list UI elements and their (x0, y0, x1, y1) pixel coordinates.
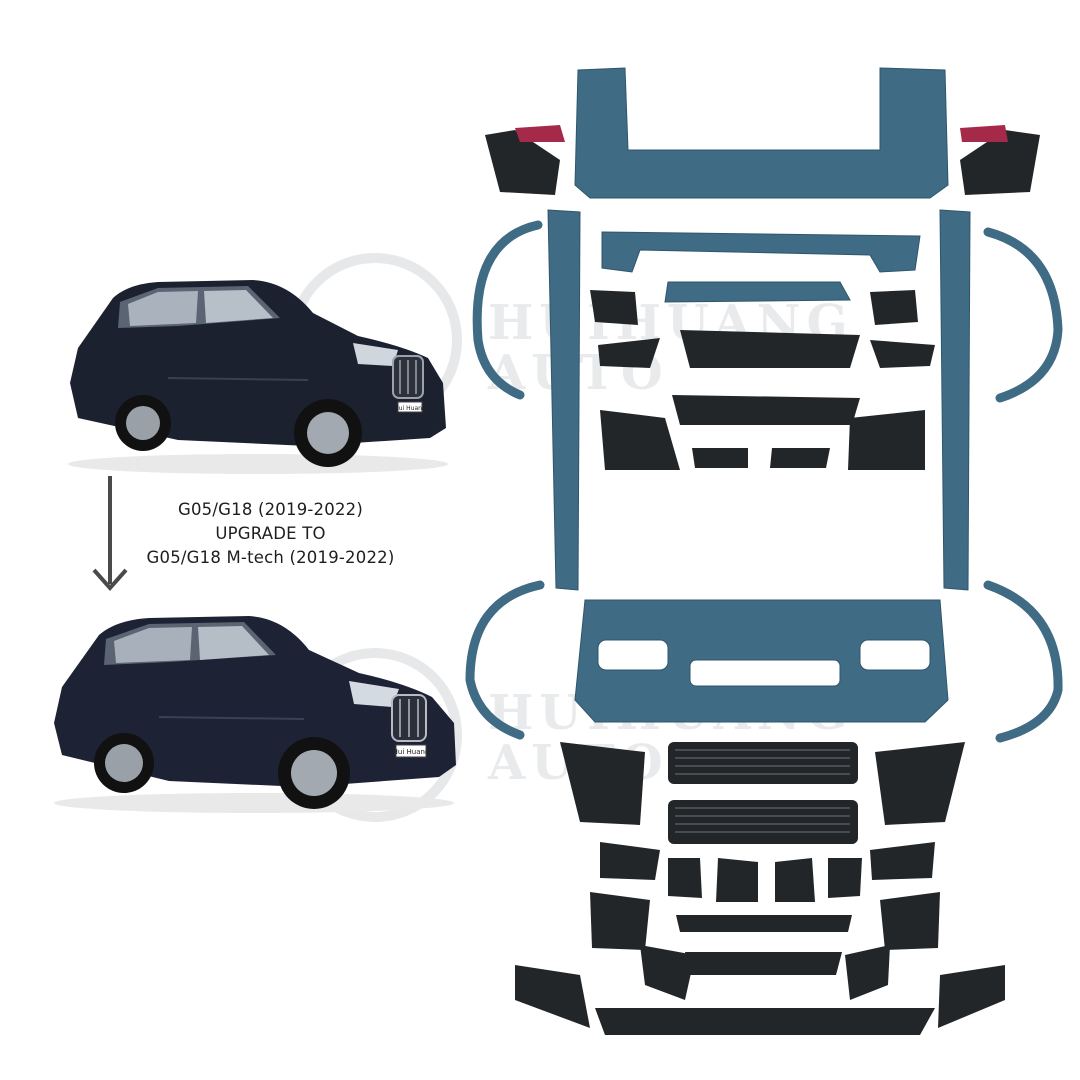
license-plate-bottom: Hui Huang (393, 748, 430, 756)
caption-line-3: G05/G18 M-tech (2019-2022) (146, 548, 395, 567)
lower-grille-2 (668, 800, 858, 844)
side-skirt-right (939, 209, 971, 591)
caption-line-2: UPGRADE TO (215, 524, 326, 543)
license-plate-top: Hui Huang (394, 405, 426, 412)
rear-bumper (574, 67, 949, 199)
body-kit-parts (465, 67, 1063, 1035)
rear-bracket-left (485, 130, 560, 195)
caption-line-1: G05/G18 (2019-2022) (178, 500, 363, 519)
wheel-arch-rear-right (983, 227, 1063, 403)
wheel-arch-rear-left (472, 220, 543, 400)
lower-grille-1 (668, 742, 858, 784)
upgrade-caption: G05/G18 (2019-2022) UPGRADE TO G05/G18 M… (118, 498, 423, 570)
rear-bracket-right (960, 130, 1040, 195)
reflector-left (515, 125, 565, 142)
car-before-image: Hui Huang (68, 280, 448, 474)
wheel-arch-front-left (465, 580, 545, 740)
arrow-down-icon (92, 476, 128, 592)
wheel-arch-front-right (983, 580, 1063, 743)
side-skirt-left (547, 209, 581, 591)
reflector-right (960, 125, 1008, 142)
rear-diffuser (601, 231, 921, 273)
car-after-image: Hui Huang (54, 616, 456, 813)
rear-lip (664, 281, 851, 303)
